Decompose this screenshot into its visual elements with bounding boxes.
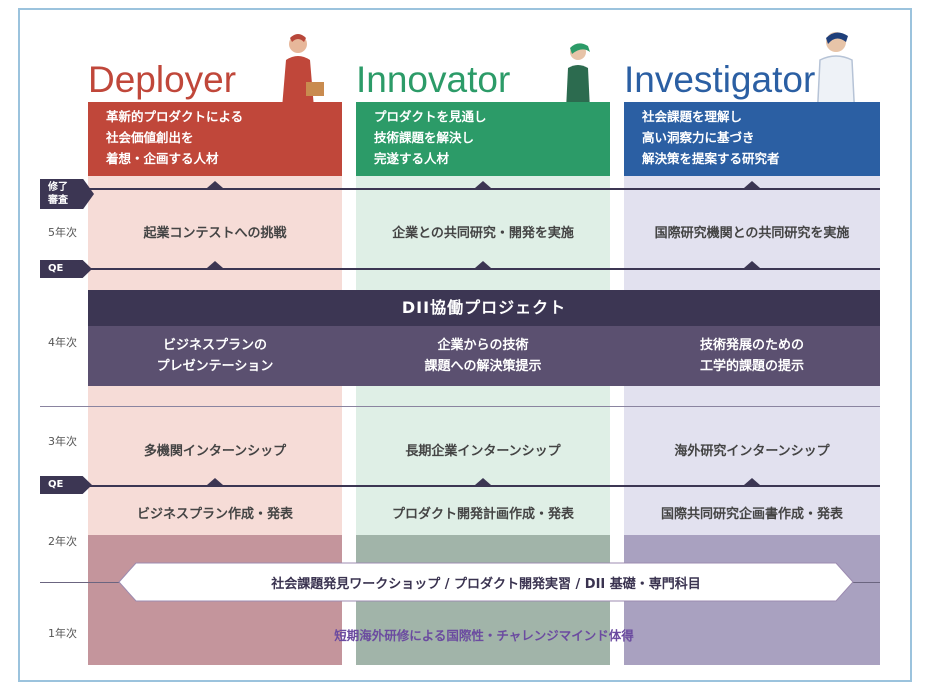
header-deployer-line-3: 着想・企画する人材 [106, 151, 219, 166]
year4-band: ビジネスプランの プレゼンテーション 企業からの技術 課題への解決策提示 技術発… [88, 326, 880, 386]
y3-deployer: 多機関インターンシップ [143, 444, 287, 459]
header-innovator-line-3: 完遂する人材 [374, 151, 450, 166]
arrow-up-deployer-final [207, 181, 223, 188]
qe-upper-line [40, 268, 880, 270]
arrow-up-investigator-qe-upper [744, 261, 760, 268]
header-investigator-line-1: 社会課題を理解し [642, 109, 743, 124]
header-deployer-line-1: 革新的プロダクトによる [106, 109, 244, 124]
y4-deployer-line-2: プレゼンテーション [156, 359, 274, 374]
arrow-up-deployer-qe-upper [207, 261, 223, 268]
qe-lower-line [40, 485, 880, 487]
final-exam-label-1: 修了 [48, 182, 68, 193]
divider-y4-y3 [40, 406, 880, 407]
header-deployer: 革新的プロダクトによる 社会価値創出を 着想・企画する人材 [88, 102, 342, 176]
dii-project-bar: DII協働プロジェクト [88, 290, 880, 326]
y4-investigator: 技術発展のための 工学的課題の提示 [624, 335, 880, 377]
arrow-up-innovator-final [475, 181, 491, 188]
y2-deployer: ビジネスプラン作成・発表 [136, 507, 293, 522]
header-innovator-line-1: プロダクトを見通し [374, 109, 487, 124]
year-label-3: 3年次 [48, 435, 77, 448]
header-investigator-line-3: 解決策を提案する研究者 [642, 151, 780, 166]
final-exam-line [40, 188, 880, 190]
foundation-text: 短期海外研修による国際性・チャレンジマインド体得 [334, 628, 634, 643]
title-innovator: Innovator [356, 59, 511, 100]
foundation-banner-text: 社会課題発見ワークショップ / プロダクト開発実習 / DII 基礎・専門科目 [271, 577, 701, 592]
y4-deployer: ビジネスプランの プレゼンテーション [88, 335, 342, 377]
final-exam-flag: 修了 審査 [40, 179, 94, 209]
y2-investigator: 国際共同研究企画書作成・発表 [660, 507, 843, 522]
arrow-up-investigator-final [744, 181, 760, 188]
y4-innovator: 企業からの技術 課題への解決策提示 [356, 335, 610, 377]
header-investigator: 社会課題を理解し 高い洞察力に基づき 解決策を提案する研究者 [624, 102, 880, 176]
header-investigator-line-2: 高い洞察力に基づき [642, 130, 755, 145]
y4-investigator-line-1: 技術発展のための [699, 338, 804, 353]
title-deployer: Deployer [88, 59, 237, 100]
y5-investigator: 国際研究機関との共同研究を実施 [654, 226, 850, 241]
header-deployer-line-2: 社会価値創出を [106, 130, 194, 145]
title-investigator: Investigator [624, 59, 816, 100]
arrow-up-innovator-qe-upper [475, 261, 491, 268]
y5-innovator: 企業との共同研究・開発を実施 [392, 226, 574, 241]
foundation-banner [118, 562, 854, 602]
y4-investigator-line-2: 工学的課題の提示 [699, 359, 804, 374]
arrow-up-deployer-qe-lower [207, 478, 223, 485]
qe-lower-flag: QE [40, 476, 92, 494]
header-innovator-line-2: 技術課題を解決し [374, 130, 475, 145]
y4-deployer-line-1: ビジネスプランの [162, 338, 267, 353]
arrow-up-investigator-qe-lower [744, 478, 760, 485]
arrow-up-innovator-qe-lower [475, 478, 491, 485]
y2-innovator: プロダクト開発計画作成・発表 [391, 507, 574, 522]
y3-innovator: 長期企業インターンシップ [405, 444, 561, 459]
year-label-4: 4年次 [48, 336, 77, 349]
y4-innovator-line-2: 課題への解決策提示 [424, 359, 542, 374]
year-label-5: 5年次 [48, 226, 77, 239]
y3-investigator: 海外研究インターンシップ [674, 444, 830, 459]
final-exam-label-2: 審査 [48, 195, 68, 206]
year-label-2: 2年次 [48, 535, 77, 548]
header-innovator: プロダクトを見通し 技術課題を解決し 完遂する人材 [356, 102, 610, 176]
qe-upper-flag: QE [40, 260, 92, 278]
y4-innovator-line-1: 企業からの技術 [437, 338, 529, 353]
y5-deployer: 起業コンテストへの挑戦 [143, 226, 287, 241]
year-label-1: 1年次 [48, 627, 77, 640]
